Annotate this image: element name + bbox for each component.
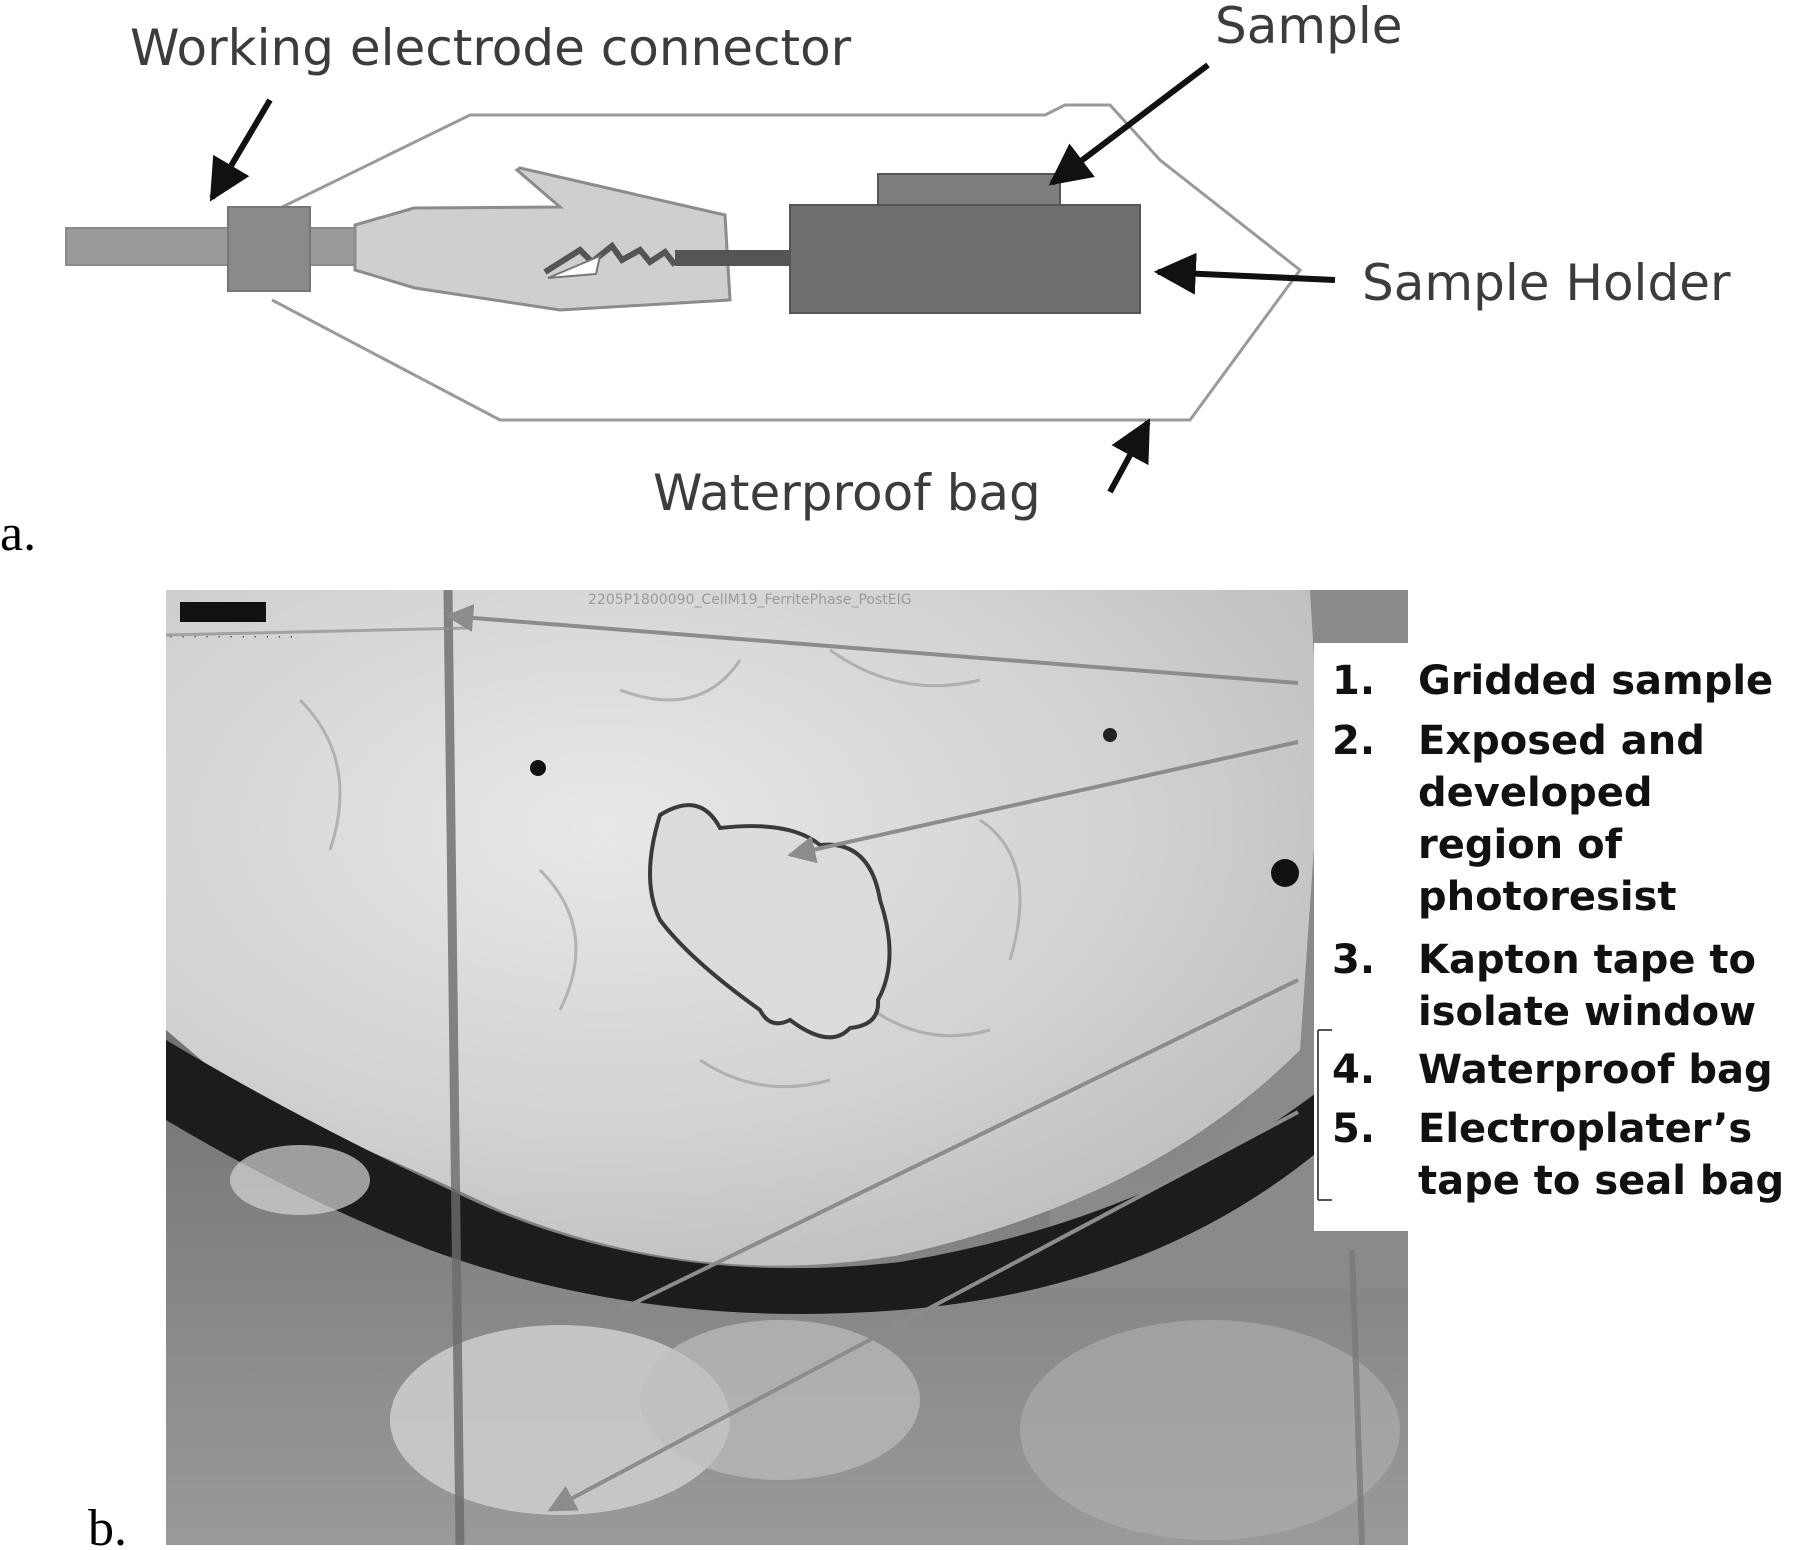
arrow-sample (1048, 62, 1210, 186)
micrograph: · · · · · · · · · · · 2205P1800090_CellM… (166, 590, 1408, 1545)
list-item-text: Kapton tape to (1418, 937, 1756, 983)
list-item-text: Gridded sample (1418, 658, 1773, 704)
list-item-text: region of (1418, 822, 1623, 868)
sample-holder-label: Sample Holder (1362, 254, 1731, 312)
holder-rod (675, 250, 795, 266)
connector-label: Working electrode connector (130, 19, 852, 77)
clip-teeth (543, 241, 678, 275)
callout-3 (619, 978, 1299, 1312)
panel-b-letter: b. (88, 1500, 127, 1550)
cable (65, 227, 367, 266)
sample-label: Sample (1215, 0, 1402, 55)
list-item-number: 4. (1332, 1047, 1375, 1093)
callout-1 (445, 604, 1299, 685)
list-item-text: isolate window (1418, 989, 1756, 1035)
list-item-text: photoresist (1418, 874, 1677, 920)
arrow-connector (209, 98, 273, 202)
list-item-text: Electroplater’s (1418, 1106, 1752, 1152)
panel-a: Working electrode connector Sample Sampl… (0, 0, 1731, 562)
arrow-bag (1107, 418, 1151, 494)
sample (877, 173, 1061, 206)
callout-4 (547, 1110, 1299, 1512)
waterproof-bag-outline (271, 103, 1303, 422)
legend-list: 1. Gridded sample 2. Exposed and developed re… (1332, 658, 1784, 1204)
micrograph-metadata: · · · · · · · · · · · (168, 632, 294, 643)
clip-jaw-highlight (547, 254, 602, 279)
exposed-photoresist-region (648, 803, 892, 1040)
working-electrode-connector (227, 206, 311, 292)
list-item-text: developed (1418, 770, 1653, 816)
list-item-text: Waterproof bag (1418, 1047, 1773, 1093)
list-item-number: 1. (1332, 658, 1375, 704)
waterproof-bag-label: Waterproof bag (653, 464, 1041, 522)
list-item-number: 2. (1332, 718, 1375, 764)
arrow-holder (1153, 252, 1336, 295)
callout-2 (787, 740, 1299, 864)
alligator-clip (353, 166, 732, 312)
list-item-text: Exposed and (1418, 718, 1705, 764)
panel-b: · · · · · · · · · · · 2205P1800090_CellM… (88, 590, 1800, 1550)
list-item-number: 5. (1332, 1106, 1375, 1152)
list-item-text: tape to seal bag (1418, 1158, 1784, 1204)
sample-holder (789, 204, 1141, 314)
scale-bar (180, 602, 266, 622)
panel-a-letter: a. (0, 505, 36, 562)
micrograph-title: 2205P1800090_CellM19_FerritePhase_PostEI… (588, 592, 912, 608)
list-item-number: 3. (1332, 937, 1375, 983)
